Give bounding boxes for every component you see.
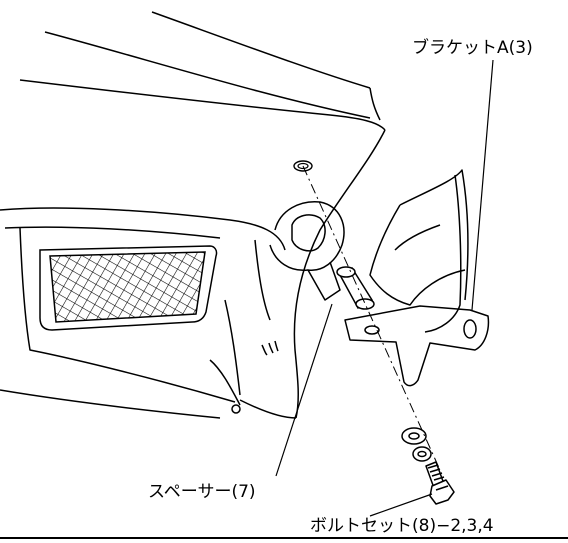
body-bolt-hole-inner [297,162,309,170]
bracket-a-label: ブラケットA(3) [412,38,533,58]
bracket-a [344,169,490,387]
spacer-part [336,266,375,310]
spacer-label: スペーサー(7) [148,482,256,502]
front-grille [39,245,218,331]
washers [401,427,432,462]
leader-bolt [369,493,433,517]
tow-hook [269,201,345,301]
leader-lines [275,59,494,517]
body-bolt-hole [293,160,313,172]
bolt-set-label: ボルトセット(8)−2,3,4 [310,516,494,536]
leader-spacer [275,303,333,477]
bolt-axis-line [302,165,441,471]
bolt-part [425,461,455,505]
vehicle-body [0,11,386,419]
leader-bracket [471,59,494,311]
